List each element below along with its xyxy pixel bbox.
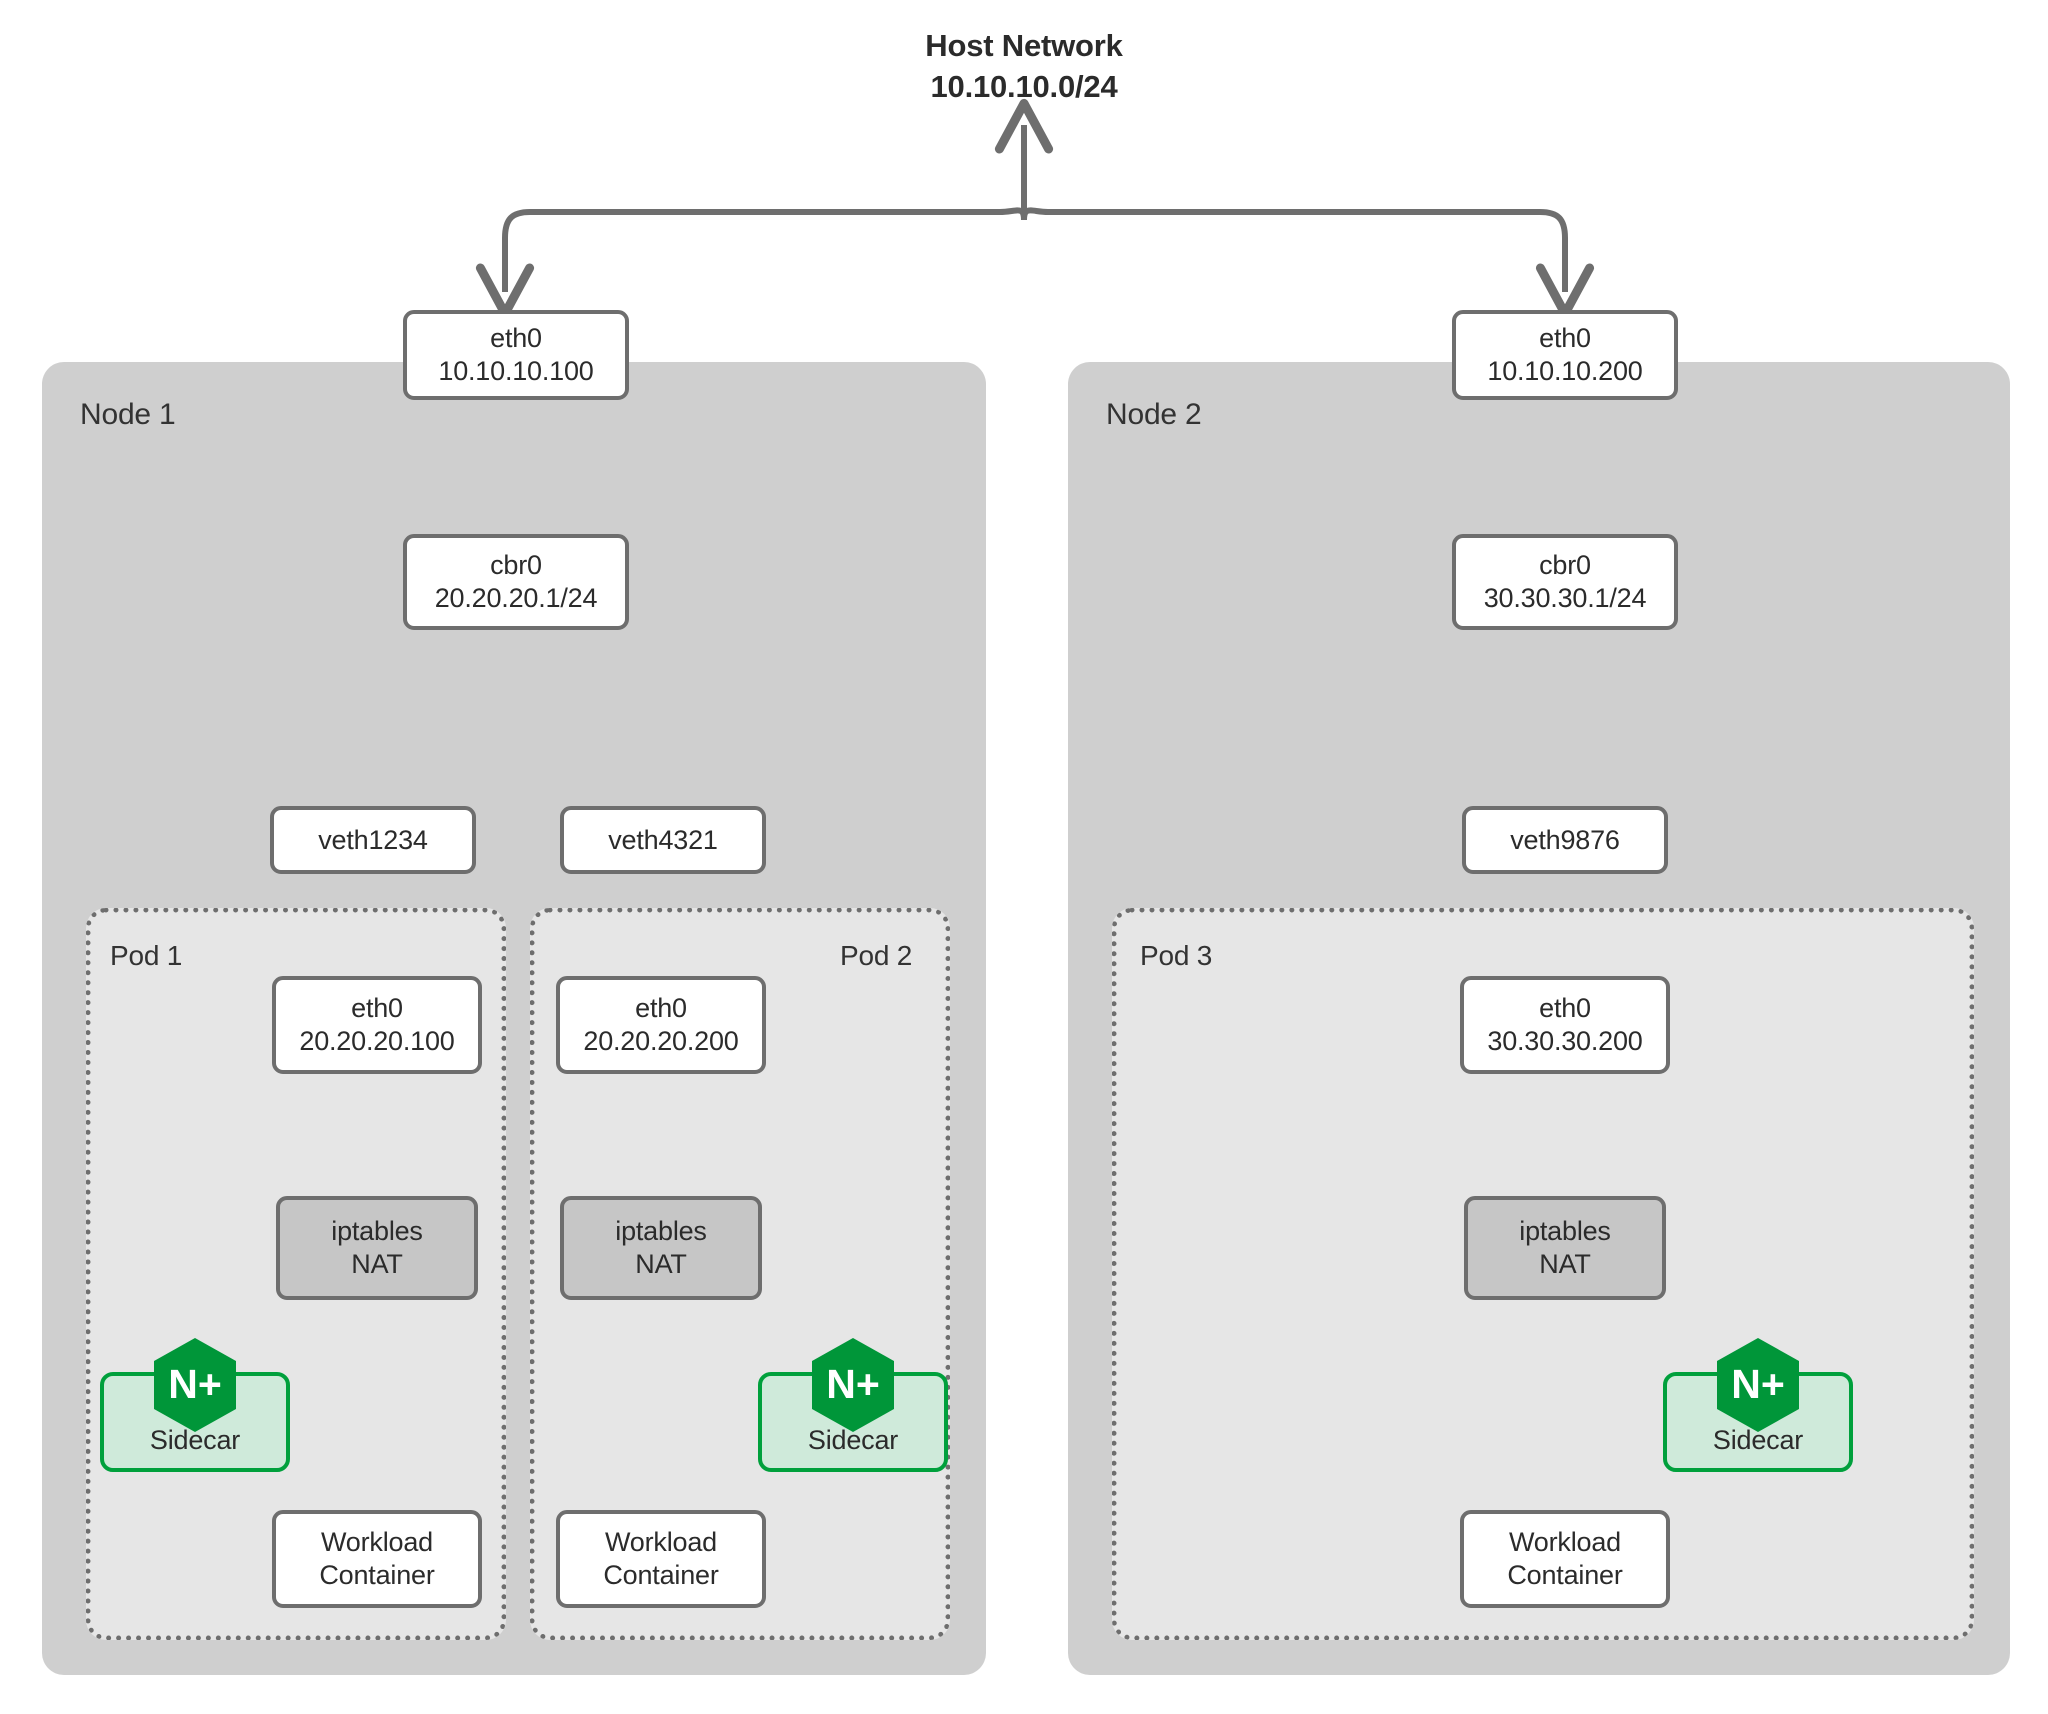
pod-1-eth0-ip: 20.20.20.100 <box>299 1026 455 1056</box>
nginx-plus-icon: N+ <box>151 1336 239 1434</box>
edge-host-to-node2 <box>1021 207 1595 319</box>
pod-2-workload-container-box[interactable]: Workload Container <box>556 1510 766 1608</box>
nginx-plus-icon: N+ <box>809 1336 897 1434</box>
pod-3-iptables-nat-box[interactable]: iptables NAT <box>1464 1196 1666 1300</box>
node-2-label: Node 2 <box>1106 398 1202 431</box>
node-1-veth4321-box[interactable]: veth4321 <box>560 806 766 874</box>
pod-2-eth0-ip: 20.20.20.200 <box>583 1026 739 1056</box>
svg-text:N+: N+ <box>168 1361 222 1407</box>
svg-text:N+: N+ <box>1731 1361 1785 1407</box>
pod-1-eth0-box[interactable]: eth0 20.20.20.100 <box>272 976 482 1074</box>
pod-2-eth0-name: eth0 <box>635 993 687 1024</box>
pod-1-eth0-name: eth0 <box>351 993 403 1024</box>
pod-2-sidecar-box[interactable]: N+ Sidecar <box>758 1338 948 1472</box>
pod-3-label: Pod 3 <box>1140 940 1213 971</box>
node-2-cbr0-cidr: 30.30.30.1/24 <box>1483 583 1647 613</box>
pod-3-workload-line1: Workload <box>1509 1527 1621 1558</box>
pod-1-workload-container-box[interactable]: Workload Container <box>272 1510 482 1608</box>
node-1-cbr0-box[interactable]: cbr0 20.20.20.1/24 <box>403 534 629 630</box>
edge-host-to-node1 <box>475 207 1027 319</box>
node-1-eth0-name: eth0 <box>490 323 542 354</box>
node-2-eth0-name: eth0 <box>1539 323 1591 354</box>
pod-1-nat-line2: NAT <box>351 1249 403 1279</box>
node-2-cbr0-name: cbr0 <box>1539 550 1591 581</box>
pod-2-nat-line1: iptables <box>615 1216 707 1247</box>
pod-1-nat-line1: iptables <box>331 1216 423 1247</box>
node-2-eth0-box[interactable]: eth0 10.10.10.200 <box>1452 310 1678 400</box>
pod-2-iptables-nat-box[interactable]: iptables NAT <box>560 1196 762 1300</box>
host-network-title: Host Network 10.10.10.0/24 <box>0 26 2048 108</box>
node-2-cbr0-box[interactable]: cbr0 30.30.30.1/24 <box>1452 534 1678 630</box>
pod-3-eth0-box[interactable]: eth0 30.30.30.200 <box>1460 976 1670 1074</box>
pod-3-nat-line2: NAT <box>1539 1249 1591 1279</box>
svg-text:N+: N+ <box>826 1361 880 1407</box>
pod-1-label: Pod 1 <box>110 940 183 971</box>
node-1-cbr0-name: cbr0 <box>490 550 542 581</box>
pod-3-nat-line1: iptables <box>1519 1216 1611 1247</box>
pod-3-eth0-ip: 30.30.30.200 <box>1487 1026 1643 1056</box>
node-1-veth1234-label: veth1234 <box>318 824 428 855</box>
pod-2-label: Pod 2 <box>840 940 913 971</box>
pod-1-workload-line1: Workload <box>321 1527 433 1558</box>
node-1-eth0-ip: 10.10.10.100 <box>438 356 594 386</box>
pod-2-workload-line1: Workload <box>605 1527 717 1558</box>
node-1-eth0-box[interactable]: eth0 10.10.10.100 <box>403 310 629 400</box>
pod-1-sidecar-box[interactable]: N+ Sidecar <box>100 1338 290 1472</box>
node-2-eth0-ip: 10.10.10.200 <box>1487 356 1643 386</box>
host-network-title-line1: Host Network <box>925 28 1123 63</box>
pod-2-eth0-box[interactable]: eth0 20.20.20.200 <box>556 976 766 1074</box>
node-2-veth9876-label: veth9876 <box>1510 824 1620 855</box>
pod-3-workload-container-box[interactable]: Workload Container <box>1460 1510 1670 1608</box>
node-1-veth1234-box[interactable]: veth1234 <box>270 806 476 874</box>
nginx-plus-icon: N+ <box>1714 1336 1802 1434</box>
node-2-veth9876-box[interactable]: veth9876 <box>1462 806 1668 874</box>
pod-2-workload-line2: Container <box>603 1560 719 1590</box>
node-1-label: Node 1 <box>80 398 176 431</box>
pod-1-iptables-nat-box[interactable]: iptables NAT <box>276 1196 478 1300</box>
host-network-cidr: 10.10.10.0/24 <box>930 68 1118 104</box>
pod-3-eth0-name: eth0 <box>1539 993 1591 1024</box>
pod-3-workload-line2: Container <box>1507 1560 1623 1590</box>
node-1-veth4321-label: veth4321 <box>608 824 718 855</box>
pod-2-nat-line2: NAT <box>635 1249 687 1279</box>
node-1-cbr0-cidr: 20.20.20.1/24 <box>434 583 598 613</box>
pod-3-sidecar-box[interactable]: N+ Sidecar <box>1663 1338 1853 1472</box>
pod-1-workload-line2: Container <box>319 1560 435 1590</box>
